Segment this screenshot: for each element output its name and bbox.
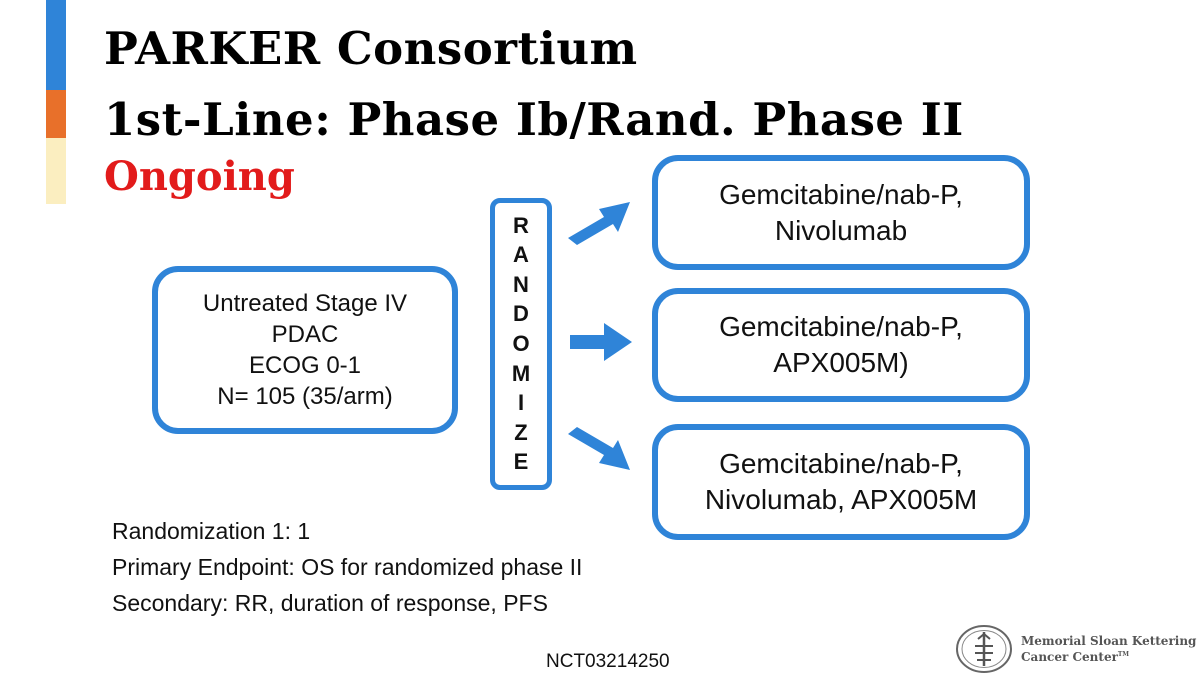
accent-bar-yellow — [46, 138, 66, 204]
msk-wordmark: Memorial Sloan Kettering Cancer CenterTM — [1021, 633, 1197, 664]
arm-line: Nivolumab, APX005M — [704, 484, 978, 515]
randomize-letter: O — [512, 330, 530, 356]
arm-box-1: Gemcitabine/nab-P, Nivolumab — [652, 155, 1030, 270]
trial-id: NCT03214250 — [546, 651, 670, 672]
note-secondary-endpoint: Secondary: RR, duration of response, PFS — [112, 590, 548, 616]
arm-line: APX005M) — [773, 347, 909, 378]
arm-arrows — [568, 202, 632, 470]
status-label: Ongoing — [104, 153, 295, 200]
randomize-letter: M — [511, 360, 531, 386]
arm-line: Gemcitabine/nab-P, — [719, 311, 963, 342]
randomize-box: R A N D O M I Z E — [490, 198, 552, 490]
arm-box-2: Gemcitabine/nab-P, APX005M) — [652, 288, 1030, 402]
trademark-mark: TM — [1117, 650, 1130, 658]
population-line: N= 105 (35/arm) — [217, 383, 393, 410]
note-randomization: Randomization 1: 1 — [112, 518, 311, 544]
arm-line: Gemcitabine/nab-P, — [719, 448, 963, 479]
msk-wordmark-line1: Memorial Sloan Kettering — [1021, 633, 1197, 648]
randomize-letter: A — [513, 242, 529, 268]
slide-title-line1: PARKER Consortium — [104, 22, 638, 75]
arrow-down-icon — [568, 427, 630, 470]
trial-notes: Randomization 1: 1 Primary Endpoint: OS … — [112, 513, 582, 621]
arm-line: Nivolumab — [774, 214, 908, 246]
note-primary-endpoint: Primary Endpoint: OS for randomized phas… — [112, 554, 583, 580]
msk-wordmark-line2: Cancer Center — [1021, 649, 1118, 664]
msk-seal-icon — [956, 625, 1012, 673]
accent-bar-orange — [46, 90, 66, 138]
accent-bar-blue — [46, 0, 66, 90]
randomize-letter: R — [513, 212, 529, 238]
randomize-letter: Z — [514, 419, 528, 445]
arm-box-3: Gemcitabine/nab-P, Nivolumab, APX005M — [652, 424, 1030, 540]
arrow-up-icon — [568, 202, 630, 245]
population-box: Untreated Stage IV PDAC ECOG 0-1 N= 105 … — [152, 266, 458, 434]
randomize-letter: N — [513, 271, 529, 297]
msk-logo: Memorial Sloan Kettering Cancer CenterTM — [955, 624, 1196, 674]
randomize-letter: E — [513, 449, 529, 475]
population-line: ECOG 0-1 — [248, 352, 362, 379]
arrow-right-icon — [570, 323, 632, 361]
randomize-letter: D — [513, 301, 529, 327]
population-line: PDAC — [271, 321, 339, 348]
population-line: Untreated Stage IV — [202, 290, 408, 317]
randomize-letter: I — [517, 390, 525, 416]
slide-title-line2: 1st-Line: Phase Ib/Rand. Phase II — [104, 93, 964, 146]
arm-line: Gemcitabine/nab-P, — [719, 178, 963, 210]
